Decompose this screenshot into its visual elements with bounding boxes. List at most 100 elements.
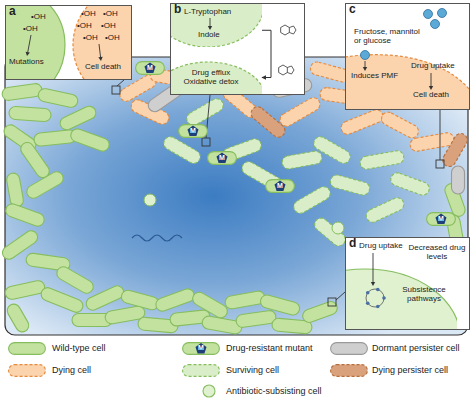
bacterial-cell (37, 87, 79, 108)
bacterial-cell (312, 215, 348, 248)
bacterial-cell (190, 290, 229, 320)
leader-line (440, 110, 441, 160)
bacterial-cell (84, 284, 126, 313)
node-text: L-Tryptophan (184, 8, 231, 17)
metabolite-dot (366, 291, 370, 295)
swatch-shape (202, 384, 216, 398)
surviving-cell: L-TryptophanIndole (170, 3, 262, 47)
cell-outline (136, 62, 165, 75)
mutant-cell: M (265, 179, 295, 193)
cell-outline (5, 5, 65, 80)
legend-text: Dying persister cell (372, 365, 448, 375)
bacterial-cell (24, 169, 65, 200)
bacterial-cell (301, 300, 339, 325)
metabolite-dot (376, 305, 380, 309)
metabolite-dot (382, 296, 386, 300)
arrow-line (365, 61, 366, 67)
cell-outline (427, 213, 456, 226)
zoom-marker (202, 138, 210, 146)
node-text: •OH (31, 13, 46, 22)
indole-ring (279, 65, 288, 75)
node-text: Indole (198, 31, 220, 40)
node-text: M (207, 154, 237, 162)
arrow-line (210, 18, 211, 26)
bacterial-cell (224, 290, 266, 310)
panel-letter: b (174, 3, 181, 16)
arrow-line (99, 44, 101, 57)
leader-line (117, 80, 124, 86)
metabolic-cycle (366, 289, 384, 307)
legend-text: Dying cell (52, 365, 91, 375)
bacterial-cell (9, 106, 52, 122)
legend-swatch (330, 341, 368, 354)
node-text: •OH (81, 10, 96, 19)
node-text: Subsistence pathways (397, 286, 451, 304)
swatch-fill (183, 343, 220, 355)
bacterial-cell (120, 289, 160, 311)
mutant-cell: M (178, 124, 208, 138)
legend-text: Antibiotic-subsisting cell (226, 386, 322, 396)
node-text: •OH (83, 34, 98, 43)
legend-swatch (330, 363, 368, 376)
cell-outline (208, 152, 237, 165)
bacterial-cell (5, 302, 31, 334)
legend-swatch (8, 363, 46, 376)
flagellum (132, 235, 182, 241)
node-text: Drug uptake (411, 62, 455, 71)
cell-outline (170, 3, 262, 47)
node-text: •OH (105, 34, 120, 43)
sugar-molecule (424, 10, 433, 19)
node-text: Induces PMF (351, 72, 398, 81)
arrow-line (431, 73, 432, 86)
bacterial-cell (339, 108, 385, 137)
sugar-molecule (438, 9, 447, 18)
arrow-head (26, 52, 30, 56)
dying-cell: Induces PMF Drug uptakeCell death (345, 45, 470, 110)
zoom-panel: dDecreased drug levelsDrug uptakeSubsist… (345, 237, 470, 330)
arrow-head (429, 86, 433, 90)
cell-outline (345, 269, 457, 330)
cell-outline (179, 125, 208, 138)
node-text: Drug uptake (359, 242, 403, 251)
zoom-panel: a•OH•OHMutations•OH•OH•OH•OH•OH•OHCell d… (5, 5, 132, 80)
swatch-fill (9, 343, 46, 355)
node-text: Decreased drug levels (406, 244, 468, 262)
mutant-badge-letter: M (195, 344, 207, 352)
bacterial-cell (311, 134, 352, 165)
node-text: Cell death (85, 63, 121, 72)
bacterial-cell (39, 286, 85, 315)
legend-swatch (8, 341, 46, 354)
bacterial-cell (291, 184, 332, 215)
node-text: Drug efflux Oxidative detox (178, 69, 244, 87)
bacterial-cell (58, 104, 98, 132)
legend-text: Dormant persister cell (372, 343, 460, 353)
arrow-line (373, 253, 374, 282)
legend-swatch (202, 384, 216, 398)
mutant-cell: M (207, 151, 237, 165)
bacterial-cell (33, 129, 76, 146)
bacterial-cell (281, 150, 323, 170)
swatch-fill (9, 365, 46, 377)
swatch-shape (330, 342, 368, 355)
node-text: Cell death (413, 91, 449, 100)
bacterial-cell (379, 110, 420, 140)
bacterial-cell (278, 95, 323, 128)
bacterial-cell (389, 171, 431, 197)
bacterial-cell (452, 166, 465, 194)
arrow-head (363, 67, 367, 71)
bacterial-cell (18, 140, 52, 180)
node-text: M (265, 182, 295, 190)
swatch-fill (183, 365, 220, 377)
panel-letter: c (349, 3, 356, 16)
mutant-cell: M (426, 212, 456, 226)
bacterial-cell (235, 310, 276, 328)
subsisting-cell (332, 222, 344, 234)
swatch-fill (203, 385, 215, 397)
bacterial-cell (249, 104, 288, 140)
swatch-shape (8, 364, 46, 377)
node-text: •OH (77, 22, 92, 31)
legend-text: Surviving cell (226, 365, 279, 375)
zoom-panel: cFructose, mannitol or glucoseInduces PM… (345, 3, 470, 110)
swatch-fill (331, 365, 368, 377)
